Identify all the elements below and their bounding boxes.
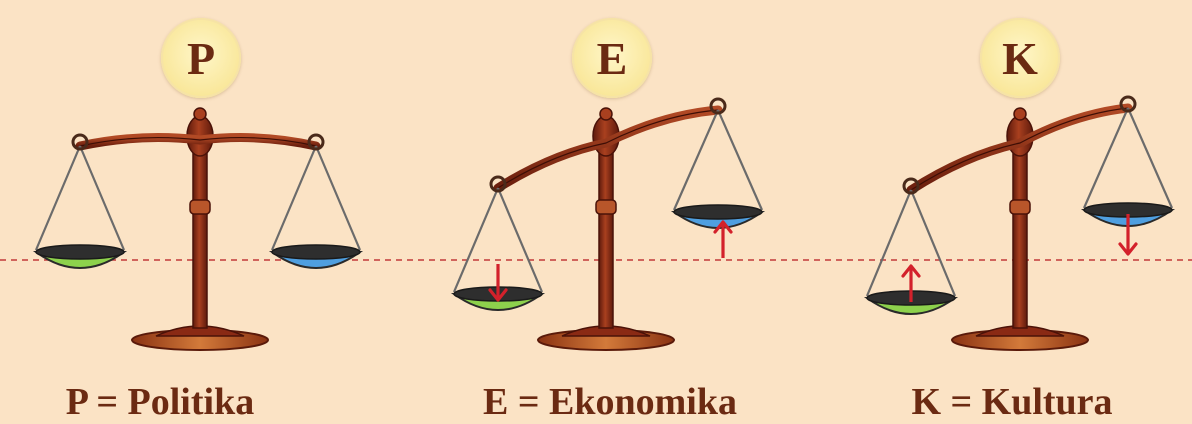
caption-ekonomika: E = Ekonomika — [483, 381, 737, 423]
letter-badge-p: P — [161, 18, 241, 98]
caption-kultura: K = Kultura — [911, 381, 1113, 423]
right-pan — [1080, 95, 1176, 227]
arrow-up-icon — [713, 220, 733, 258]
right-pan — [268, 133, 364, 269]
balance-scale-k — [863, 95, 1176, 351]
right-pan — [670, 97, 766, 229]
scale-pillar — [598, 137, 614, 329]
scale-pillar — [1012, 137, 1028, 329]
caption-politika: P = Politika — [65, 381, 255, 423]
scale-pillar — [192, 137, 208, 329]
left-pan — [32, 133, 128, 269]
left-pan — [863, 177, 959, 315]
balance-scale-e — [450, 97, 766, 351]
arrow-down-icon — [1118, 214, 1138, 256]
letter-badge-k: K — [980, 18, 1060, 98]
arrow-up-icon — [901, 264, 921, 302]
balance-scale-p — [32, 107, 364, 351]
letter-badge-e: E — [572, 18, 652, 98]
arrow-down-icon — [488, 264, 508, 302]
